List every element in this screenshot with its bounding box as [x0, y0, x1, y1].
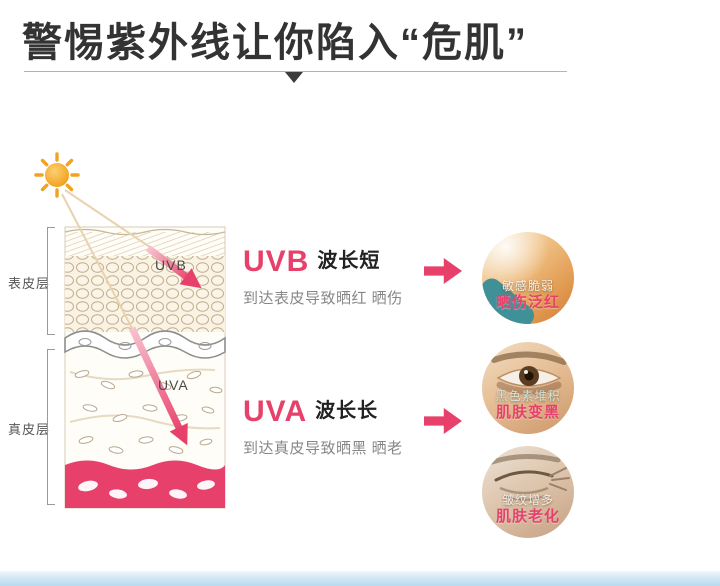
eye-illustration [491, 351, 567, 395]
wrinkled-eye-illustration [489, 453, 570, 501]
uvb-arrow-right-icon [424, 258, 462, 284]
effect-caption: 皱纹增多 [501, 493, 554, 507]
effect-highlight: 肌肤变黑 [495, 404, 560, 421]
epidermis-label: 表皮层 [8, 276, 51, 291]
effect-photo-sunburn: 敏感脆弱 晒伤泛红 [482, 232, 574, 324]
uva-wavelength-label: 波长长 [315, 400, 379, 422]
uvb-description: 到达表皮导致晒红 晒伤 [243, 290, 403, 307]
uva-beam-arrow [128, 326, 188, 446]
sun-icon [34, 152, 80, 198]
effect-photo-aging: 皱纹增多 肌肤老化 [482, 446, 574, 538]
uva-ray-label: UVA [158, 377, 189, 393]
uva-name: UVA [243, 395, 308, 428]
effect-caption: 黑色素堆积 [495, 389, 561, 403]
dermis-bracket [47, 349, 55, 505]
effect-highlight: 肌肤老化 [495, 508, 560, 525]
uvb-wavelength-label: 波长短 [317, 250, 381, 272]
uvb-heading: UVB 波长短 [243, 244, 380, 279]
bottom-gradient-band [0, 571, 720, 586]
effect-caption: 敏感脆弱 [501, 279, 554, 293]
uvb-ray-label: UVB [155, 257, 187, 273]
title-underline [24, 71, 567, 72]
uvb-beam-arrow [145, 245, 202, 289]
title-pointer-icon [285, 72, 303, 83]
uv-beams [34, 152, 202, 446]
dermis-label: 真皮层 [8, 422, 51, 437]
uva-arrow-right-icon [424, 408, 462, 434]
uva-heading: UVA 波长长 [243, 394, 378, 429]
uvb-name: UVB [243, 245, 310, 278]
effect-highlight: 晒伤泛红 [495, 294, 560, 311]
epidermis-bracket [47, 227, 55, 335]
effect-photo-darkening: 黑色素堆积 肌肤变黑 [482, 342, 574, 434]
page-title: 警惕紫外线让你陷入“危肌” [22, 21, 528, 65]
uva-description: 到达真皮导致晒黑 晒老 [243, 440, 403, 457]
